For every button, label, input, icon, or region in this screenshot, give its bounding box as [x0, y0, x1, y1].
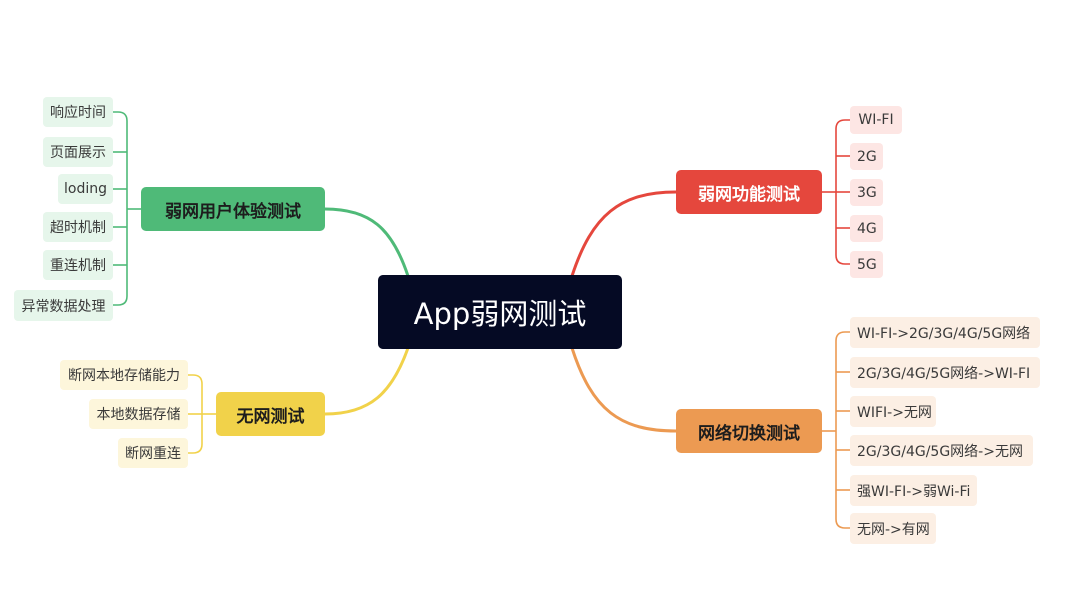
leaf-2g[interactable]: 2G: [850, 143, 883, 170]
branch-no-network[interactable]: 无网测试: [216, 392, 325, 436]
connector-root-network-switch: [570, 347, 677, 433]
leaf-wifi-to-offline[interactable]: WIFI->无网: [850, 396, 936, 427]
leaf-wifi[interactable]: WI-FI: [850, 106, 902, 134]
bracket-network-switch: [822, 331, 850, 529]
leaf-strong-to-weak-wifi[interactable]: 强WI-FI->弱Wi-Fi: [850, 475, 977, 506]
leaf-mobile-to-wifi[interactable]: 2G/3G/4G/5G网络->WI-FI: [850, 357, 1040, 388]
leaf-3g[interactable]: 3G: [850, 179, 883, 206]
leaf-4g[interactable]: 4G: [850, 215, 883, 242]
leaf-abnormal-data-handling[interactable]: 异常数据处理: [14, 290, 113, 321]
bracket-user-experience: [113, 111, 141, 306]
branch-weak-function[interactable]: 弱网功能测试: [676, 170, 822, 214]
leaf-response-time[interactable]: 响应时间: [43, 97, 113, 127]
branch-network-switch[interactable]: 网络切换测试: [676, 409, 822, 453]
connector-root-user-experience: [324, 207, 410, 277]
bracket-no-network: [188, 374, 216, 454]
leaf-reconnect-mechanism[interactable]: 重连机制: [43, 250, 113, 280]
leaf-5g[interactable]: 5G: [850, 251, 883, 278]
leaf-loading[interactable]: loding: [58, 174, 113, 204]
leaf-offline-to-online[interactable]: 无网->有网: [850, 513, 936, 544]
leaf-wifi-to-mobile[interactable]: WI-FI->2G/3G/4G/5G网络: [850, 317, 1040, 348]
leaf-mobile-to-offline[interactable]: 2G/3G/4G/5G网络->无网: [850, 435, 1033, 466]
connector-root-weak-function: [570, 190, 677, 277]
branch-user-experience[interactable]: 弱网用户体验测试: [141, 187, 325, 231]
connector-root-no-network: [324, 347, 410, 416]
leaf-timeout-mechanism[interactable]: 超时机制: [43, 212, 113, 242]
leaf-page-display[interactable]: 页面展示: [43, 137, 113, 167]
leaf-offline-local-storage[interactable]: 断网本地存储能力: [60, 360, 188, 390]
leaf-local-data-storage[interactable]: 本地数据存储: [89, 399, 188, 429]
bracket-weak-function: [822, 119, 850, 265]
leaf-offline-reconnect[interactable]: 断网重连: [118, 438, 188, 468]
root-node[interactable]: App弱网测试: [378, 275, 622, 349]
